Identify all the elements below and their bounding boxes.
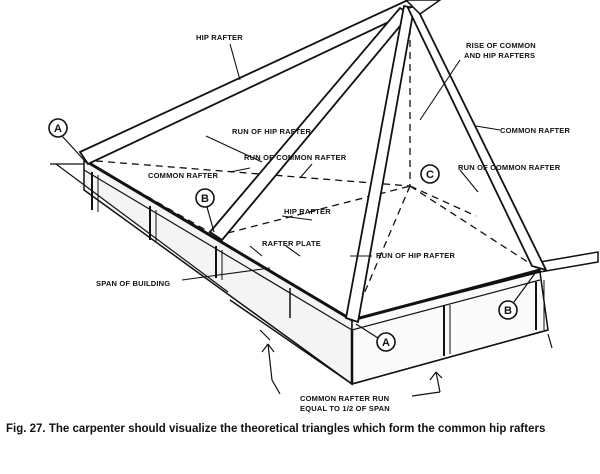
rafters — [78, 0, 548, 324]
building-walls — [83, 158, 549, 386]
label-hip-rafter-top: HIP RAFTER — [196, 33, 243, 42]
figure-caption: Fig. 27. The carpenter should visualize … — [6, 423, 546, 435]
svg-text:B: B — [201, 193, 209, 205]
dimension-lines — [50, 163, 553, 397]
point-marker-b-right: B — [498, 271, 537, 320]
label-hip-rafter-center: HIP RAFTER — [284, 207, 331, 216]
label-run-of-hip-rafter-lower: RUN OF HIP RAFTER — [376, 251, 455, 260]
label-rafter-plate: RAFTER PLATE — [262, 239, 321, 248]
label-span-of-building: SPAN OF BUILDING — [96, 279, 170, 288]
point-marker-a-bottom: A — [355, 323, 396, 352]
svg-text:A: A — [54, 123, 62, 135]
label-common-rafter-right: COMMON RAFTER — [500, 126, 570, 135]
leader-lines — [181, 43, 501, 281]
label-run-of-common-rafter-right: RUN OF COMMON RAFTER — [458, 163, 561, 172]
label-run-of-hip-rafter-upper: RUN OF HIP RAFTER — [232, 127, 311, 136]
point-marker-c: C — [420, 164, 440, 184]
point-marker-b-left: B — [195, 188, 215, 233]
label-rise-line-2: AND HIP RAFTERS — [464, 51, 535, 60]
point-marker-a-left: A — [48, 118, 85, 161]
svg-text:C: C — [426, 169, 434, 181]
label-common-rafter-run-line-1: COMMON RAFTER RUN — [300, 394, 389, 403]
label-common-rafter-run-line-2: EQUAL TO 1/2 OF SPAN — [300, 404, 390, 413]
svg-text:B: B — [504, 305, 512, 317]
svg-text:A: A — [382, 337, 390, 349]
label-rise-line-1: RISE OF COMMON — [466, 41, 536, 50]
plate-extension-right — [539, 251, 599, 273]
label-run-of-common-rafter-center: RUN OF COMMON RAFTER — [244, 153, 347, 162]
label-common-rafter-left: COMMON RAFTER — [148, 171, 218, 180]
